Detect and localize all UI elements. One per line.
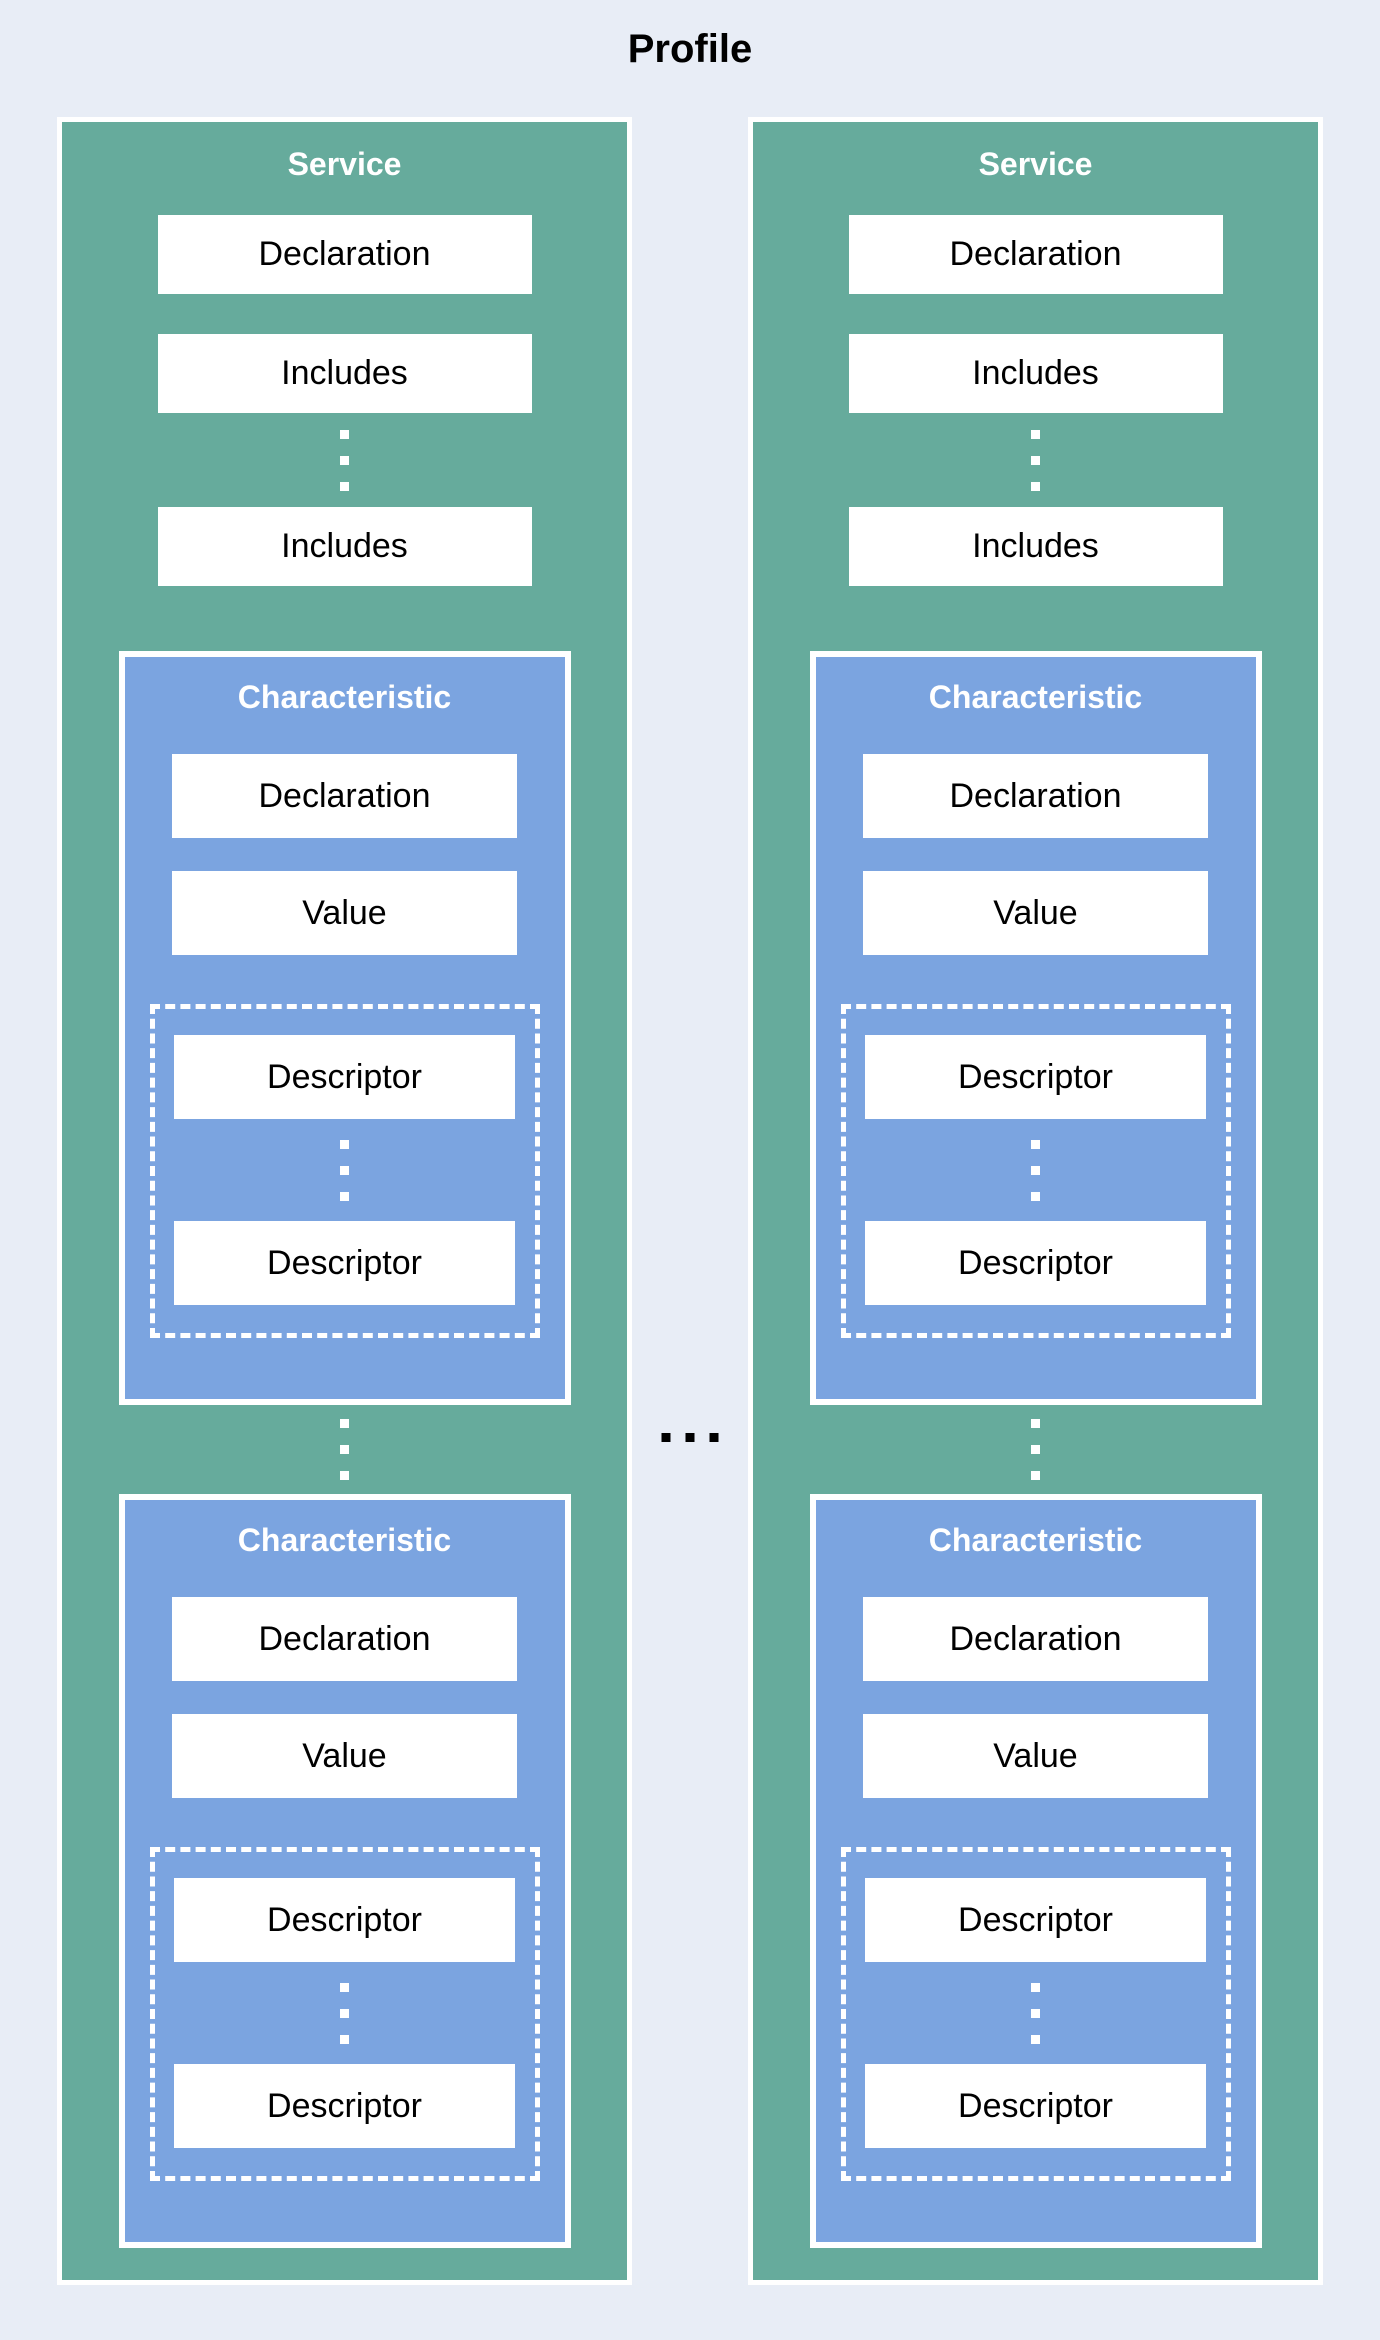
descriptor-first: Descriptor (174, 1035, 515, 1119)
descriptor-first: Descriptor (865, 1035, 1206, 1119)
ellipsis-dot (340, 2034, 349, 2044)
service-2-characteristic-1: Characteristic Declaration Value Descrip… (809, 651, 1262, 1405)
service-1-characteristic-2: Characteristic Declaration Value Descrip… (118, 1494, 571, 2248)
descriptor-group: Descriptor Descriptor (840, 1847, 1231, 2181)
vertical-ellipsis-icon (1031, 1405, 1040, 1494)
service-1-title: Service (287, 146, 402, 182)
service-1-characteristic-1: Characteristic Declaration Value Descrip… (118, 651, 571, 1405)
ellipsis-dot (1031, 455, 1040, 465)
ellipsis-dot (1031, 2008, 1040, 2018)
ellipsis-dot (340, 1165, 349, 1175)
characteristic-title: Characteristic (928, 1522, 1143, 1558)
service-1-includes-last: Includes (157, 507, 532, 586)
descriptor-last: Descriptor (174, 1221, 515, 1305)
service-2-title: Service (978, 146, 1093, 182)
descriptor-last: Descriptor (865, 2064, 1206, 2148)
characteristic-value: Value (172, 871, 517, 955)
descriptor-group: Descriptor Descriptor (149, 1004, 540, 1338)
ellipsis-dot (709, 1433, 719, 1442)
characteristic-title: Characteristic (928, 679, 1143, 715)
service-2-characteristic-2: Characteristic Declaration Value Descrip… (809, 1494, 1262, 2248)
service-box-2: Service Declaration Includes Includes Ch… (748, 117, 1323, 2285)
characteristic-title: Characteristic (237, 1522, 452, 1558)
characteristic-title: Characteristic (237, 679, 452, 715)
vertical-ellipsis-icon (340, 1962, 349, 2064)
descriptor-group: Descriptor Descriptor (149, 1847, 540, 2181)
characteristic-value: Value (863, 1714, 1208, 1798)
descriptor-last: Descriptor (865, 1221, 1206, 1305)
ellipsis-dot (685, 1433, 695, 1442)
ellipsis-dot (1031, 1982, 1040, 1992)
service-2-includes-last: Includes (848, 507, 1223, 586)
ellipsis-dot (340, 429, 349, 439)
characteristic-declaration: Declaration (172, 1597, 517, 1681)
service-1-includes-first: Includes (157, 334, 532, 413)
ellipsis-dot (1031, 1471, 1040, 1480)
ellipsis-dot (340, 1191, 349, 1201)
service-box-1: Service Declaration Includes Includes Ch… (57, 117, 632, 2285)
descriptor-first: Descriptor (174, 1878, 515, 1962)
characteristic-value: Value (172, 1714, 517, 1798)
ellipsis-dot (1031, 1445, 1040, 1454)
ellipsis-dot (1031, 1191, 1040, 1201)
ellipsis-dot (340, 1445, 349, 1454)
ellipsis-dot (340, 455, 349, 465)
ellipsis-dot (340, 2008, 349, 2018)
descriptor-first: Descriptor (865, 1878, 1206, 1962)
ellipsis-dot (1031, 481, 1040, 491)
characteristic-value: Value (863, 871, 1208, 955)
ellipsis-dot (661, 1433, 671, 1442)
ellipsis-dot (340, 1982, 349, 1992)
ellipsis-dot (1031, 1419, 1040, 1428)
ellipsis-dot (340, 1471, 349, 1480)
vertical-ellipsis-icon (1031, 413, 1040, 507)
descriptor-group: Descriptor Descriptor (840, 1004, 1231, 1338)
ellipsis-dot (340, 1419, 349, 1428)
profile-title: Profile (627, 27, 753, 71)
ellipsis-dot (1031, 2034, 1040, 2044)
descriptor-last: Descriptor (174, 2064, 515, 2148)
vertical-ellipsis-icon (340, 1405, 349, 1494)
services-row: Service Declaration Includes Includes Ch… (57, 117, 1323, 2285)
horizontal-ellipsis-icon (661, 1433, 719, 1442)
ellipsis-dot (1031, 1165, 1040, 1175)
characteristic-declaration: Declaration (863, 1597, 1208, 1681)
characteristic-declaration: Declaration (172, 754, 517, 838)
ellipsis-dot (1031, 429, 1040, 439)
vertical-ellipsis-icon (1031, 1962, 1040, 2064)
service-2-declaration: Declaration (848, 215, 1223, 294)
service-1-declaration: Declaration (157, 215, 532, 294)
ellipsis-dot (340, 1139, 349, 1149)
characteristic-declaration: Declaration (863, 754, 1208, 838)
vertical-ellipsis-icon (340, 1119, 349, 1221)
service-2-includes-first: Includes (848, 334, 1223, 413)
vertical-ellipsis-icon (1031, 1119, 1040, 1221)
vertical-ellipsis-icon (340, 413, 349, 507)
ellipsis-dot (1031, 1139, 1040, 1149)
ellipsis-dot (340, 481, 349, 491)
